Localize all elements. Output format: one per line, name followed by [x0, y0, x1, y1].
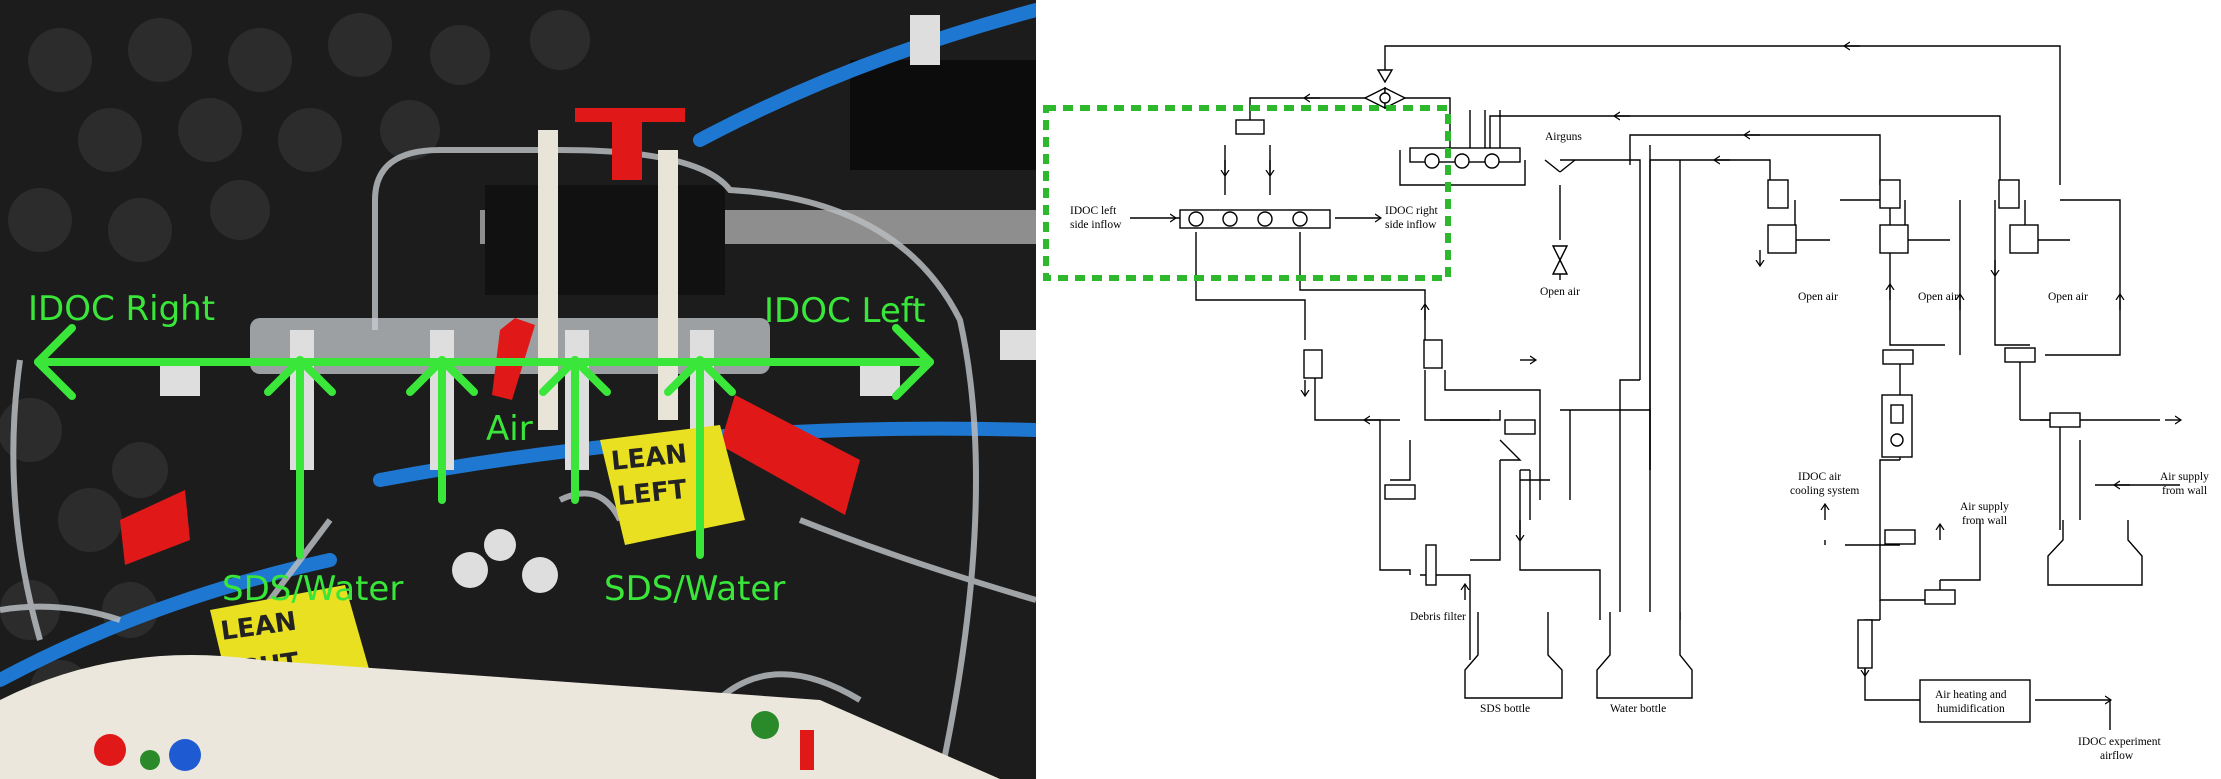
base-plate [0, 655, 1000, 779]
acoustic-foam [0, 10, 590, 720]
label-idoc-experiment-1: IDOC experiment [2078, 736, 2162, 748]
splitter-upper [1235, 119, 1265, 135]
air-heating-box [1919, 679, 2031, 723]
valve-top [1376, 69, 1394, 84]
tie-strap-right [658, 150, 678, 420]
yellow-tape-clean-left: LEAN LEFT [600, 425, 745, 545]
check-valve-right [1423, 339, 1443, 369]
label-sds-water-right: SDS/Water [222, 569, 403, 609]
label-open-air-3: Open air [2048, 291, 2088, 303]
arrow-head-air-right [406, 356, 478, 396]
label-idoc-right-inflow-1: IDOC right [1385, 205, 1439, 217]
label-idoc-experiment-2: airflow [2100, 750, 2134, 762]
humidifier-col3 [2009, 224, 2039, 254]
label-idoc-right-inflow-2: side inflow [1385, 219, 1437, 231]
label-air-supply-wall-2a: Air supply [2160, 471, 2209, 483]
arrow-head-sds-right [264, 356, 336, 396]
manifold-block [485, 185, 725, 295]
annotation-labels: IDOC Right IDOC Left Air SDS/Water SDS/W… [28, 289, 925, 609]
tape-text-clean-left-2: LEFT [616, 475, 689, 512]
label-air-supply-wall-1b: from wall [1962, 515, 2007, 527]
label-idoc-air-cooling-1: IDOC air [1798, 471, 1841, 483]
airgun-valve-top [1551, 245, 1569, 262]
red-valve [575, 108, 685, 180]
flowmeter [1881, 394, 1913, 458]
label-idoc-left: IDOC Left [764, 291, 925, 331]
debris-filter [1425, 544, 1437, 586]
tie-strap-left [538, 130, 558, 430]
arrow-head-sds-left [664, 356, 736, 396]
humidifier-col1 [1767, 224, 1797, 254]
label-air-supply-wall-2b: from wall [2162, 485, 2207, 497]
label-air-heating-1: Air heating and [1935, 689, 2007, 701]
label-open-air-center: Open air [1540, 286, 1580, 298]
humidifier-col2 [1879, 224, 1909, 254]
label-air: Air [486, 409, 533, 449]
label-airguns: Airguns [1545, 131, 1582, 143]
label-idoc-air-cooling-2: cooling system [1790, 485, 1859, 497]
label-debris-filter: Debris filter [1410, 611, 1466, 623]
idoc-manifold [1179, 209, 1331, 229]
label-air-heating-2: humidification [1937, 703, 2005, 715]
splitter-col3 [1998, 179, 2020, 209]
water-bottle-shape [1596, 612, 1693, 699]
label-open-air-1: Open air [1798, 291, 1838, 303]
highlight-box [1043, 105, 1451, 281]
label-idoc-right: IDOC Right [28, 289, 215, 329]
label-sds-water-left: SDS/Water [604, 569, 785, 609]
schematic-panel: IDOC left side inflow IDOC right side in… [1043, 0, 2209, 762]
label-water-bottle: Water bottle [1610, 703, 1666, 715]
label-idoc-left-inflow-1: IDOC left [1070, 205, 1117, 217]
label-idoc-left-inflow-2: side inflow [1070, 219, 1122, 231]
arrow-head-right [892, 324, 934, 400]
label-sds-bottle: SDS bottle [1480, 703, 1530, 715]
photo-panel: LEAN LEFT LEAN IGHT [0, 0, 1036, 779]
inline-pipe [1857, 619, 1873, 669]
schematic-pipes [1130, 46, 2180, 730]
check-valve-left [1303, 349, 1323, 379]
splitter-col2 [1879, 179, 1901, 209]
arrow-head-left [34, 324, 76, 400]
annotation-arrows [34, 324, 934, 559]
mount-bracket [850, 60, 1036, 170]
arrow-head-air-left [539, 356, 611, 396]
schematic-components [1179, 69, 2143, 723]
base-fittings [94, 711, 814, 771]
wall-bottle-shape [2047, 520, 2143, 586]
schematic-labels: IDOC left side inflow IDOC right side in… [1070, 131, 2209, 762]
label-air-supply-wall-1a: Air supply [1960, 501, 2009, 513]
splitter-col1 [1767, 179, 1789, 209]
airgun-valve-bottom [1551, 258, 1569, 275]
label-open-air-2: Open air [1918, 291, 1958, 303]
sds-bottle-shape [1464, 612, 1563, 699]
